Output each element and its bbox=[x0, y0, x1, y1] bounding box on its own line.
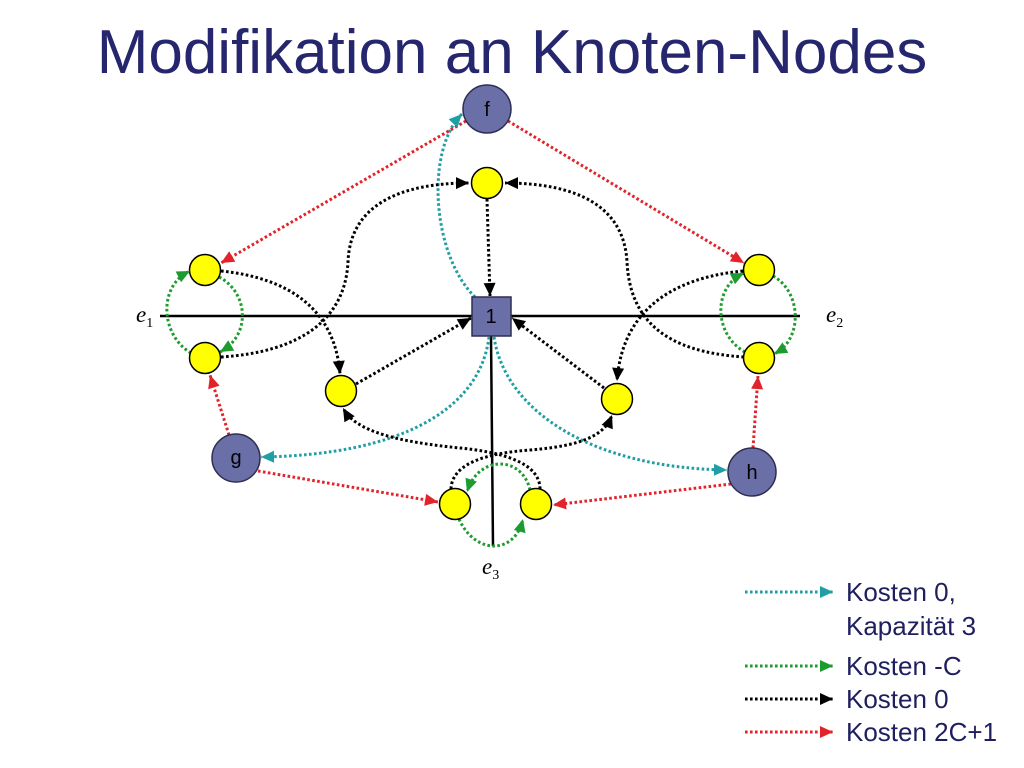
legend-item-cost0-capacity3: Kosten 0, Kapazität 3 bbox=[745, 577, 976, 641]
node-h-label: h bbox=[746, 462, 757, 484]
yellow-node-bottom-right bbox=[519, 487, 553, 521]
axis-e3-line bbox=[489, 335, 495, 547]
edge-left-top-to-left-inner-arrowhead bbox=[332, 360, 345, 374]
edge-left-top-to-left-bottom-arrowhead bbox=[220, 340, 235, 352]
axis-label-e2: e2 bbox=[826, 302, 843, 331]
edge-top-to-square-arrowhead bbox=[483, 282, 496, 296]
edge-square-to-g bbox=[260, 336, 491, 459]
node-g bbox=[211, 433, 261, 483]
edge-bottom-left-to-right-inner bbox=[449, 414, 614, 490]
edge-bottom-left-to-bottom-right-arrowhead bbox=[513, 519, 526, 534]
edge-right-bottom-to-right-top bbox=[719, 271, 746, 354]
legend-item-cost-minus-c: Kosten -C bbox=[745, 651, 962, 681]
edge-f-to-left-top-arrowhead bbox=[221, 251, 236, 263]
legend-label-cost0: Kosten 0, bbox=[846, 577, 956, 607]
edge-right-top-to-right-inner-arrowhead bbox=[612, 367, 625, 381]
node-f bbox=[462, 84, 512, 134]
legend-item-cost-2c-plus-1: Kosten 2C+1 bbox=[745, 717, 997, 747]
axis-label-e1-base: e bbox=[136, 302, 146, 327]
yellow-node-left-inner bbox=[324, 374, 358, 408]
edge-right-bottom-to-top bbox=[504, 181, 745, 359]
legend-line-cost-minus-c-arrowhead bbox=[820, 660, 833, 672]
nodes: 1 f g h bbox=[188, 84, 777, 521]
edge-left-bottom-to-top-arrowhead bbox=[456, 177, 469, 190]
legend-line-cost0-capacity3-arrowhead bbox=[820, 586, 833, 598]
edge-right-top-to-right-inner bbox=[615, 269, 744, 382]
edge-g-to-bottom-left-arrowhead bbox=[424, 493, 438, 506]
edge-right-top-to-right-bottom-arrowhead bbox=[774, 342, 789, 354]
axis-label-e2-sub: 2 bbox=[836, 316, 843, 331]
edge-square-to-f-arrowhead bbox=[448, 114, 462, 128]
node-square-1 bbox=[471, 296, 512, 337]
yellow-node-right-top bbox=[742, 253, 776, 287]
edge-right-inner-to-square-arrowhead bbox=[512, 318, 526, 331]
edge-bottom-left-to-bottom-right bbox=[457, 518, 525, 548]
legend-label-cost-2c-plus-1: Kosten 2C+1 bbox=[846, 717, 997, 747]
node-h bbox=[727, 447, 777, 497]
node-g-label: g bbox=[230, 447, 241, 469]
node-f-label: f bbox=[484, 99, 490, 121]
node-square-1-label: 1 bbox=[485, 306, 496, 328]
yellow-node-left-bottom bbox=[188, 341, 222, 375]
edge-bottom-left-to-right-inner-arrowhead bbox=[601, 415, 613, 430]
yellow-node-bottom-left bbox=[438, 487, 472, 521]
legend-line-cost0-arrowhead bbox=[820, 693, 833, 705]
axis-label-e2-base: e bbox=[826, 302, 836, 327]
edge-f-to-left-top bbox=[220, 119, 467, 265]
edge-left-inner-to-square bbox=[355, 316, 472, 386]
edge-bottom-right-to-bottom-left-arrowhead bbox=[465, 477, 477, 492]
legend-item-cost0: Kosten 0 bbox=[745, 684, 949, 714]
yellow-node-right-bottom bbox=[742, 341, 776, 375]
edge-top-to-square bbox=[485, 198, 492, 297]
yellow-node-left-top bbox=[188, 253, 222, 287]
edge-f-to-right-top-arrowhead bbox=[729, 251, 744, 263]
edge-bottom-right-to-left-inner bbox=[341, 407, 542, 490]
axis-label-e3-base: e bbox=[482, 554, 492, 579]
legend-label-capacity3: Kapazität 3 bbox=[846, 611, 976, 641]
edge-left-bottom-to-top bbox=[220, 181, 470, 359]
edge-f-to-right-top bbox=[507, 119, 745, 265]
axis-label-e1-sub: 1 bbox=[146, 316, 153, 331]
edge-left-bottom-to-left-top-arrowhead bbox=[175, 271, 190, 283]
yellow-node-right-inner bbox=[600, 382, 634, 416]
edge-right-inner-to-square bbox=[511, 316, 605, 390]
edge-bottom-right-to-bottom-left bbox=[465, 462, 532, 493]
edge-left-top-to-left-bottom bbox=[218, 275, 244, 354]
edge-square-to-g-arrowhead bbox=[261, 450, 275, 463]
edge-left-top-to-left-inner bbox=[220, 269, 342, 375]
edge-square-to-f bbox=[436, 112, 477, 299]
edge-bottom-right-to-left-inner-arrowhead bbox=[343, 408, 355, 423]
edge-h-to-bottom-right bbox=[552, 482, 732, 507]
slide-title: Modifikation an Knoten-Nodes bbox=[97, 18, 928, 87]
legend-label-cost-minus-c: Kosten -C bbox=[846, 651, 962, 681]
edge-g-to-left-bottom-arrowhead bbox=[208, 375, 220, 390]
arrowheads bbox=[175, 114, 833, 738]
edge-g-to-bottom-left bbox=[257, 469, 439, 504]
edge-h-to-bottom-right-arrowhead bbox=[553, 497, 567, 510]
edges bbox=[165, 112, 797, 548]
yellow-node-top bbox=[470, 166, 504, 200]
edge-right-top-to-right-bottom bbox=[772, 274, 797, 356]
axis-label-e3: e3 bbox=[482, 554, 499, 583]
edge-h-to-right-bottom-arrowhead bbox=[751, 376, 764, 390]
edge-left-bottom-to-left-top bbox=[165, 269, 192, 355]
axis-label-e1: e1 bbox=[136, 302, 153, 331]
edge-left-inner-to-square-arrowhead bbox=[456, 318, 471, 330]
legend: Kosten 0, Kapazität 3 Kosten -C Kosten 0… bbox=[745, 577, 997, 747]
axis-label-e3-sub: 3 bbox=[492, 568, 499, 583]
edge-right-bottom-to-right-top-arrowhead bbox=[729, 273, 744, 285]
legend-line-cost-2c-plus-1-arrowhead bbox=[820, 726, 833, 738]
edge-right-bottom-to-top-arrowhead bbox=[505, 177, 518, 190]
legend-label-cost0-black: Kosten 0 bbox=[846, 684, 949, 714]
edge-square-to-h-arrowhead bbox=[713, 463, 727, 476]
